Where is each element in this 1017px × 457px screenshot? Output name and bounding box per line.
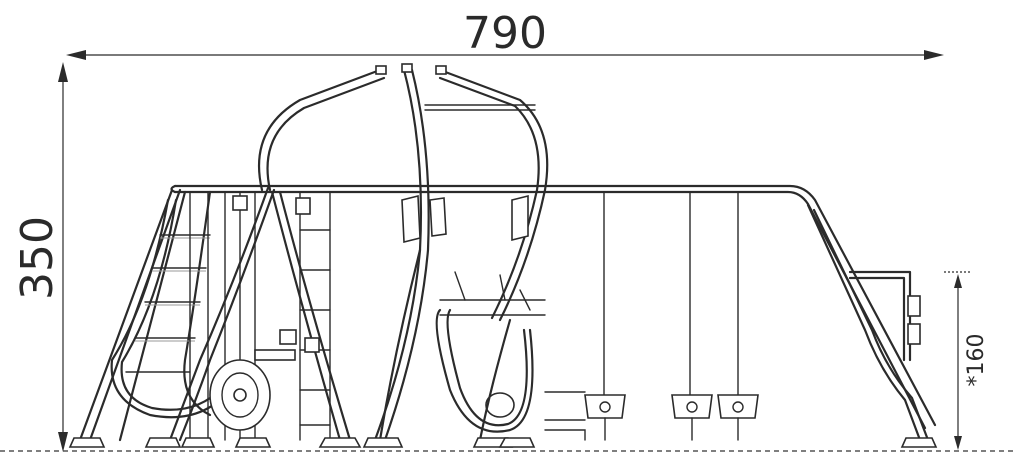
climbing-frame [68, 184, 422, 448]
height-dimension: 350 [12, 62, 68, 452]
height-label: 350 [12, 216, 63, 300]
center-arch [257, 63, 549, 448]
platform-label: *160 [964, 334, 989, 387]
platform-height-dimension: *160 [944, 271, 989, 450]
swing-frame [418, 184, 938, 448]
width-label: 790 [463, 8, 547, 59]
width-dimension: 790 [66, 8, 944, 60]
